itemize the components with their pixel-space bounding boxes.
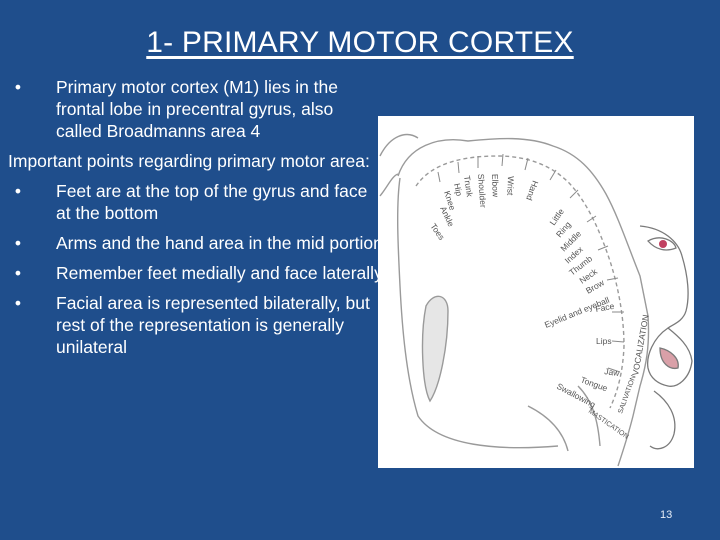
internal-capsule <box>527 385 601 452</box>
bullet-list: • Primary motor cortex (M1) lies in the … <box>8 76 383 366</box>
homunculus-drawing: Toes Ankle Knee Hip Trunk Shoulder Elbow… <box>379 133 693 467</box>
bullet-item-feet-face: • Feet are at the top of the gyrus and f… <box>8 180 383 224</box>
midline <box>397 177 559 449</box>
ventricle <box>421 295 449 403</box>
label-shoulder: Shoulder <box>476 173 488 208</box>
bullet-icon: • <box>14 77 22 97</box>
bullet-text: Primary motor cortex (M1) lies in the fr… <box>56 77 339 141</box>
important-points-heading: Important points regarding primary motor… <box>8 151 370 171</box>
bullet-text: Facial area is represented bilaterally, … <box>56 293 370 357</box>
label-hip: Hip <box>452 182 464 197</box>
label-toes: Toes <box>428 221 446 241</box>
label-elbow: Elbow <box>490 174 501 198</box>
label-tongue: Tongue <box>579 374 609 393</box>
bullet-item-medial-lateral: • Remember feet medially and face latera… <box>8 262 383 284</box>
gyrus-ticks <box>437 153 625 373</box>
bullet-item-arms-hand: • Arms and the hand area in the mid port… <box>8 232 383 254</box>
label-jaw: Jaw <box>604 366 621 378</box>
motor-homunculus-figure: Toes Ankle Knee Hip Trunk Shoulder Elbow… <box>378 116 694 468</box>
bullet-item-bilateral-face: • Facial area is represented bilaterally… <box>8 292 383 358</box>
bullet-text: Arms and the hand area in the mid portio… <box>56 233 383 253</box>
cortex-outline <box>397 137 650 467</box>
page-number: 13 <box>660 509 673 521</box>
bullet-text: Feet are at the top of the gyrus and fac… <box>56 181 368 223</box>
label-trunk: Trunk <box>462 175 475 198</box>
hemisphere-edge <box>379 133 419 197</box>
label-wrist: Wrist <box>505 176 516 196</box>
slide-title: 1- PRIMARY MOTOR CORTEX <box>146 26 574 59</box>
bullet-item-m1-location: • Primary motor cortex (M1) lies in the … <box>8 76 383 142</box>
gyrus-line <box>415 155 625 409</box>
label-hand: Hand <box>524 179 540 202</box>
bullet-text: Remember feet medially and face laterall… <box>56 263 383 283</box>
bullet-icon: • <box>14 293 22 313</box>
homunculus-face <box>639 225 693 450</box>
bullet-icon: • <box>14 181 22 201</box>
label-face: Face <box>595 301 616 314</box>
bullet-icon: • <box>14 233 22 253</box>
label-lips: Lips <box>596 336 612 346</box>
bullet-icon: • <box>14 263 22 283</box>
